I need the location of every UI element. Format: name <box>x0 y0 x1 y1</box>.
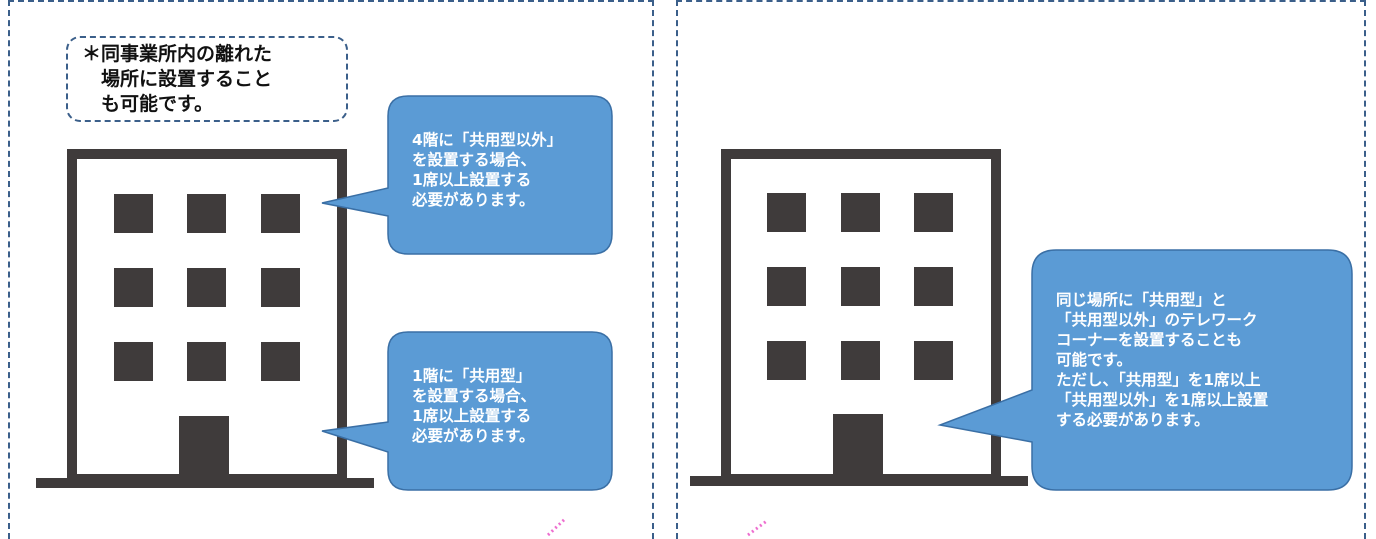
left-panel <box>8 0 654 539</box>
left-door <box>179 416 229 480</box>
right-panel <box>676 0 1366 539</box>
right-windows <box>767 193 953 380</box>
pink-dotted-accent-left <box>546 516 568 537</box>
left-windows <box>114 194 300 381</box>
callout-top-text: 4階に「共用型以外」 を設置する場合、 1席以上設置する 必要があります。 <box>412 131 563 209</box>
callout-top <box>321 95 613 255</box>
pink-dotted-accent-right <box>747 518 769 537</box>
note-box: ＊同事業所内の離れた 場所に設置すること も可能です。 <box>66 36 348 122</box>
right-building <box>690 149 1028 486</box>
callout-bottom <box>321 331 613 491</box>
callout-bottom-text: 1階に「共用型」 を設置する場合、 1席以上設置する 必要があります。 <box>412 367 537 445</box>
right-ground <box>690 476 1028 486</box>
left-ground <box>36 478 374 488</box>
callout-right <box>937 249 1353 491</box>
left-building <box>36 149 374 488</box>
right-door <box>833 414 883 478</box>
callout-right-text: 同じ場所に「共用型」と 「共用型以外」のテレワーク コーナーを設置することも 可… <box>1056 291 1269 429</box>
